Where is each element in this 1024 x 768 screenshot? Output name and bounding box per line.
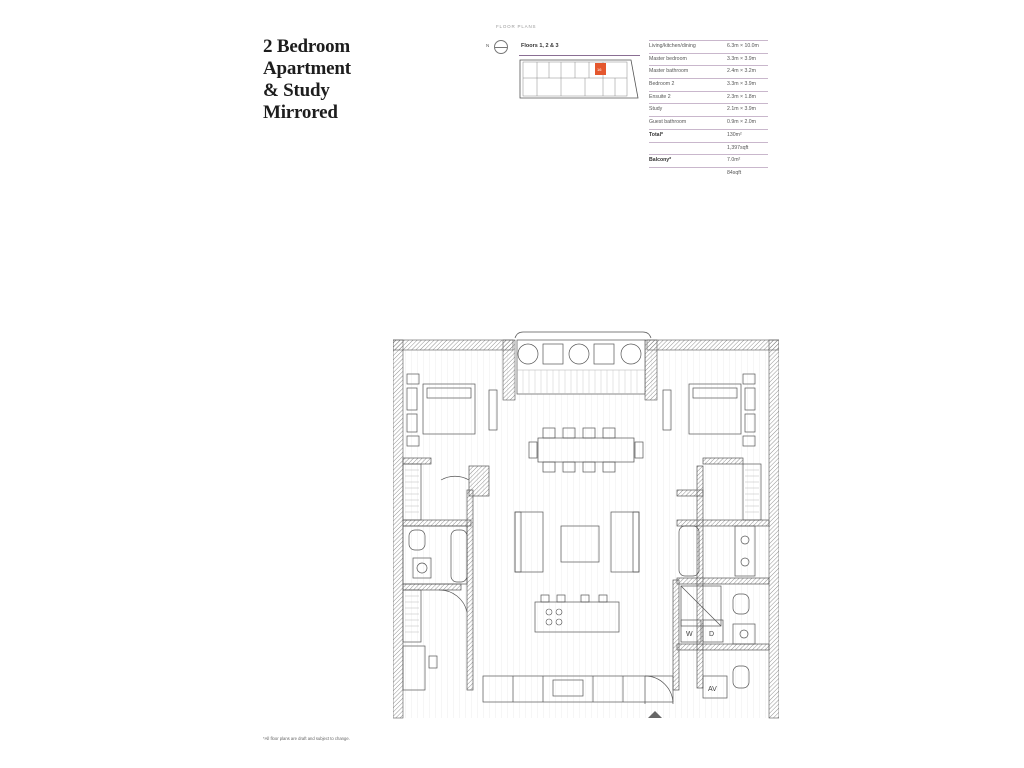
room-name: Guest bathroom — [649, 119, 687, 126]
room-size: 3.3m × 3.9m — [727, 81, 756, 88]
title-line-1: 2 Bedroom — [263, 36, 351, 57]
room-size-row: Guest bathroom 0.9m × 2.0m — [649, 117, 768, 130]
keyplan-diagram: 16 — [519, 59, 639, 99]
room-name: Balcony* — [649, 157, 672, 164]
room-name: Master bathroom — [649, 68, 689, 75]
room-size: 6.3m × 10.0m — [727, 43, 759, 49]
room-size-row: Total* 130m² — [649, 130, 768, 143]
room-size-row: Ensuite 2 2.3m × 1.8m — [649, 92, 768, 105]
room-name: Master bedroom — [649, 55, 687, 62]
title-line-4: Mirrored — [263, 102, 338, 123]
room-size-row: Bedroom 2 3.3m × 3.9m — [649, 79, 768, 92]
room-size-row: Master bathroom 2.4m × 3.2m — [649, 66, 768, 80]
dryer-label: D — [709, 631, 714, 638]
unit-highlight — [595, 63, 606, 75]
room-size: 2.4m × 3.2m — [727, 68, 756, 75]
bedroom-left — [402, 373, 498, 521]
title-line-3: & Study — [263, 80, 330, 101]
bathroom-left — [402, 525, 468, 585]
room-size-row: 84sqft — [649, 168, 768, 180]
bedroom-right — [662, 373, 762, 521]
room-name: Living/kitchen/dining — [649, 43, 696, 49]
room-size: 84sqft — [727, 169, 742, 176]
interior-walls — [402, 457, 770, 691]
room-name: Ensuite 2 — [649, 93, 671, 100]
entrance-arrow-icon — [648, 711, 662, 718]
room-size-row: Balcony* 7.0m² — [649, 155, 768, 168]
room-size-row: 1,397sqft — [649, 143, 768, 156]
room-name: Total* — [649, 131, 664, 138]
room-size-row: Master bedroom 3.3m × 3.9m — [649, 54, 768, 67]
living-kitchen-dining — [482, 427, 674, 703]
footnote: *All floor plans are draft and subject t… — [263, 736, 350, 741]
keyplan-divider — [519, 55, 640, 56]
floor-plan: W D AV — [393, 331, 779, 719]
room-size: 2.1m × 3.9m — [727, 106, 756, 113]
room-size-row: Living/kitchen/dining 6.3m × 10.0m — [649, 40, 768, 54]
av-label: AV — [708, 686, 717, 693]
floor-finish — [403, 350, 769, 718]
ensuite-right — [678, 525, 756, 627]
study — [402, 589, 468, 691]
north-arrow-icon — [494, 40, 508, 54]
room-size-row: Study 2.1m × 3.9m — [649, 104, 768, 118]
title-line-2: Apartment — [263, 58, 351, 79]
room-size: 7.0m² — [727, 157, 741, 164]
room-size: 1,397sqft — [727, 144, 749, 151]
north-label: N — [486, 43, 490, 48]
unit-marker: 16 — [597, 67, 602, 72]
page-title: 2 Bedroom Apartment & Study Mirrored — [263, 36, 433, 124]
floor-plans-label: FLOOR PLANS — [496, 24, 537, 29]
laundry-guest-bath — [644, 619, 756, 705]
room-name: Bedroom 2 — [649, 81, 675, 88]
balcony — [514, 331, 652, 395]
floors-label: Floors 1, 2 & 3 — [521, 43, 559, 49]
room-size: 0.9m × 2.0m — [727, 119, 756, 126]
room-name: Study — [649, 106, 663, 113]
washer-label: W — [686, 631, 693, 638]
room-size: 130m² — [727, 131, 742, 138]
room-size: 2.3m × 1.8m — [727, 93, 756, 100]
room-size: 3.3m × 3.9m — [727, 55, 756, 62]
